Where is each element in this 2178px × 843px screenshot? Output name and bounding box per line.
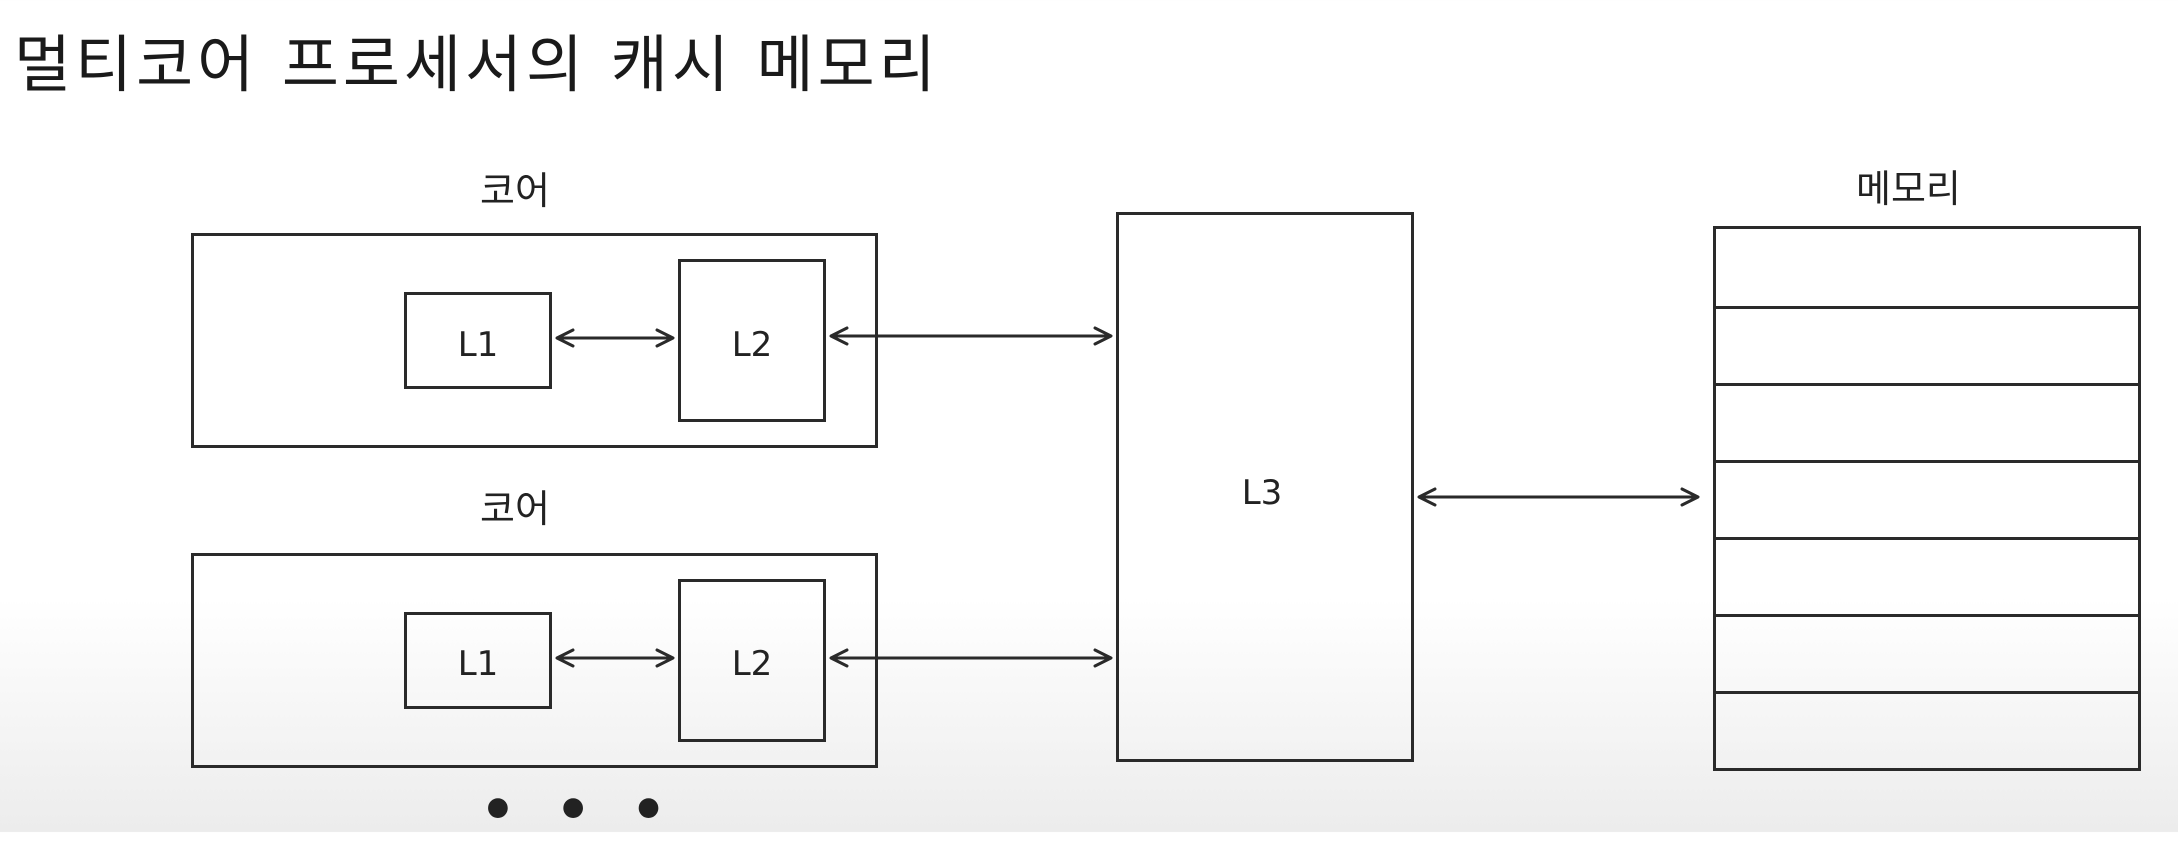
memory-row-divider [1716,691,2138,694]
diagram-title: 멀티코어 프로세서의 캐시 메모리 [14,28,940,101]
core-2-label: 코어 [480,487,550,531]
core-2-l2-box [678,579,826,742]
memory-row-divider [1716,614,2138,617]
core-1-l1-box [404,292,552,389]
core-2-l2-label: L2 [731,644,773,684]
core-1-label: 코어 [480,169,550,213]
memory-row-divider [1716,537,2138,540]
memory-row-divider [1716,383,2138,386]
core-2-l1-box [404,612,552,709]
core-1-l2-label: L2 [731,325,773,365]
memory-row-divider [1716,460,2138,463]
memory-row-divider [1716,306,2138,309]
core-1-l1-label: L1 [457,325,499,365]
l3-box [1116,212,1414,762]
core-2-l1-label: L1 [457,644,499,684]
core-1-l2-box [678,259,826,422]
memory-box [1713,226,2141,771]
memory-label: 메모리 [1856,167,1961,211]
l3-label: L3 [1241,473,1283,513]
